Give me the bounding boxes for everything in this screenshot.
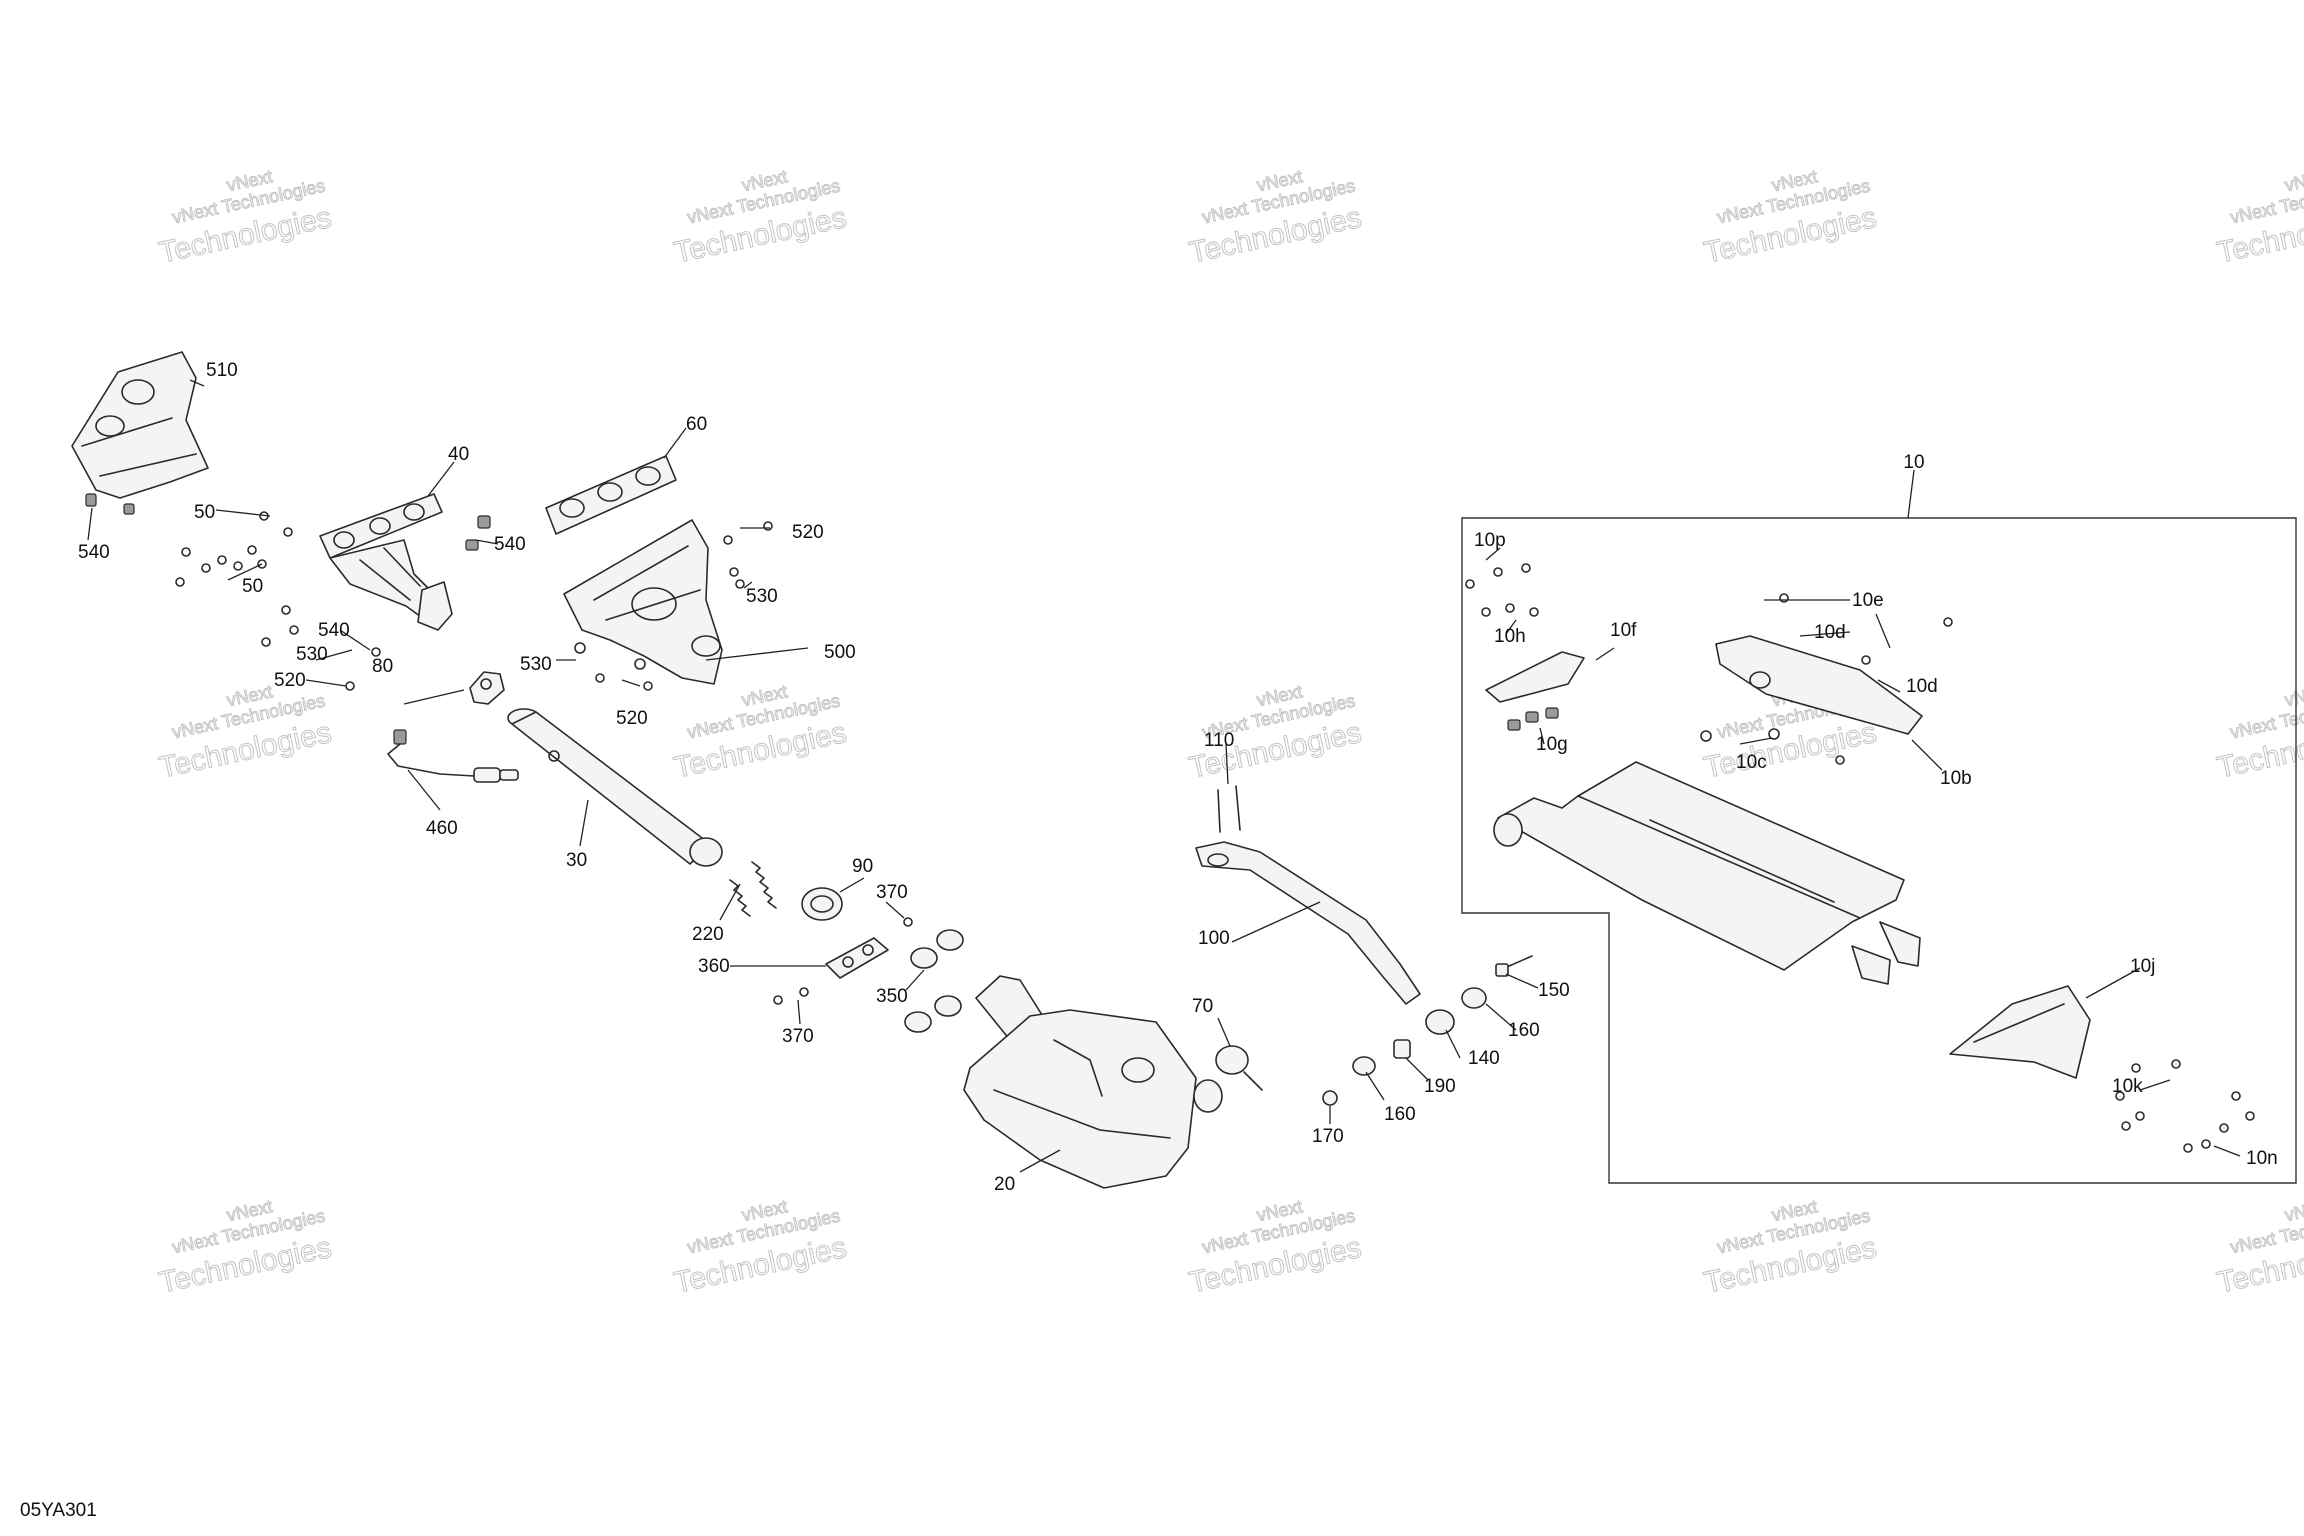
callout-350: 350 xyxy=(876,986,908,1007)
watermark: vNext Technologies vNext Technologies xyxy=(1186,166,1365,270)
part-500-heat-shield xyxy=(563,519,723,685)
callout-70: 70 xyxy=(1192,996,1213,1017)
leader-lines xyxy=(87,379,2241,1173)
part-50-bolts xyxy=(175,511,293,587)
part-190-spacer xyxy=(1393,1039,1411,1059)
callout-190: 190 xyxy=(1424,1076,1456,1097)
part-460-oxygen-sensor xyxy=(387,729,519,783)
callout-520: 520 xyxy=(274,670,306,691)
callout-460: 460 xyxy=(426,818,458,839)
callout-10h: 10h xyxy=(1494,626,1526,647)
watermark: vNext Technologies vNext Technologies xyxy=(2214,681,2304,785)
part-160-washers xyxy=(1352,987,1487,1076)
part-110-studs xyxy=(1217,785,1241,833)
callout-370: 370 xyxy=(876,882,908,903)
watermark: vNext Technologies vNext Technologies xyxy=(671,1196,850,1300)
svg-text:vNext: vNext xyxy=(2283,681,2304,710)
watermark: vNext Technologies vNext Technologies xyxy=(156,681,335,785)
callout-160: 160 xyxy=(1508,1020,1540,1041)
callout-220: 220 xyxy=(692,924,724,945)
callout-10b: 10b xyxy=(1940,768,1972,789)
watermark: vNext Technologies vNext Technologies xyxy=(1701,166,1880,270)
callout-10: 10 xyxy=(1903,452,1924,473)
watermark: vNext Technologies vNext Technologies xyxy=(156,1196,335,1300)
callout-10f: 10f xyxy=(1610,620,1637,641)
watermark: vNext Technologies vNext Technologies xyxy=(2214,166,2304,270)
watermark-grid: vNext Technologies vNext Technologies vN… xyxy=(156,166,2304,1300)
svg-text:vNext: vNext xyxy=(2283,1196,2304,1225)
callout-10d: 10d xyxy=(1814,622,1846,643)
callout-530: 530 xyxy=(296,644,328,665)
part-350-grommets xyxy=(904,929,964,1033)
assembly-10-frame xyxy=(1461,517,2297,1184)
callout-labels: 10 10p 10h 10f 10e 10d 10d 10c 10b 10g 1… xyxy=(78,360,2278,1195)
callout-60: 60 xyxy=(686,414,707,435)
part-170-nut xyxy=(1322,1090,1338,1106)
callout-540: 540 xyxy=(318,620,350,641)
callout-500: 500 xyxy=(824,642,856,663)
part-40-exhaust-manifold xyxy=(319,493,453,631)
callout-100: 100 xyxy=(1198,928,1230,949)
callout-80: 80 xyxy=(372,656,393,677)
part-370-fasteners xyxy=(773,917,913,1005)
part-90-ring-gasket xyxy=(801,887,843,921)
part-10b-cover xyxy=(1715,635,1923,735)
callout-540: 540 xyxy=(78,542,110,563)
part-10f-end-cap xyxy=(1485,651,1585,703)
callout-30: 30 xyxy=(566,850,587,871)
part-510-heat-shield xyxy=(71,351,209,515)
callout-10j: 10j xyxy=(2130,956,2155,977)
watermark: vNext Technologies vNext Technologies xyxy=(671,681,850,785)
callout-150: 150 xyxy=(1538,980,1570,1001)
part-220-springs xyxy=(729,861,777,917)
watermark: vNext Technologies vNext Technologies xyxy=(671,166,850,270)
callout-10e: 10e xyxy=(1852,590,1884,611)
part-140-bushing xyxy=(1425,1009,1455,1035)
callout-10n: 10n xyxy=(2246,1148,2278,1169)
callout-10d: 10d xyxy=(1906,676,1938,697)
callout-140: 140 xyxy=(1468,1048,1500,1069)
callout-110: 110 xyxy=(1204,730,1234,751)
callout-10g: 10g xyxy=(1536,734,1568,755)
callout-10k: 10k xyxy=(2112,1076,2143,1097)
callout-540: 540 xyxy=(494,534,526,555)
callout-170: 170 xyxy=(1312,1126,1344,1147)
part-10j-heat-shield xyxy=(1949,985,2091,1079)
callout-370: 370 xyxy=(782,1026,814,1047)
part-10-small-fasteners xyxy=(1465,563,2255,1153)
watermark: vNext Technologies vNext Technologies xyxy=(2214,1196,2304,1300)
part-10-silencer xyxy=(1493,761,1921,985)
callout-10p: 10p xyxy=(1474,530,1506,551)
callout-90: 90 xyxy=(852,856,873,877)
part-30-head-pipe xyxy=(507,708,723,867)
diagram-code: 05YA301 xyxy=(20,1500,97,1521)
part-100-mounting-bracket xyxy=(1195,841,1421,1005)
callout-530: 530 xyxy=(746,586,778,607)
callout-510: 510 xyxy=(206,360,238,381)
part-60-gasket xyxy=(545,455,677,535)
callout-520: 520 xyxy=(616,708,648,729)
part-70-clamp xyxy=(1215,1045,1263,1091)
part-80-bracket xyxy=(469,671,505,705)
part-20-muffler xyxy=(963,975,1223,1189)
watermark: vNext Technologies vNext Technologies xyxy=(1701,1196,1880,1300)
callout-160: 160 xyxy=(1384,1104,1416,1125)
watermark: vNext Technologies vNext Technologies xyxy=(1186,1196,1365,1300)
svg-text:vNext: vNext xyxy=(2283,166,2304,195)
callout-360: 360 xyxy=(698,956,730,977)
callout-50: 50 xyxy=(242,576,263,597)
watermark: vNext Technologies vNext Technologies xyxy=(156,166,335,270)
part-360-bracket xyxy=(825,937,889,979)
part-150-bolt xyxy=(1495,955,1533,977)
callout-40: 40 xyxy=(448,444,469,465)
callout-530: 530 xyxy=(520,654,552,675)
callout-520: 520 xyxy=(792,522,824,543)
callout-10c: 10c xyxy=(1736,752,1767,773)
callout-20: 20 xyxy=(994,1174,1015,1195)
callout-50: 50 xyxy=(194,502,215,523)
watermark: vNext Technologies vNext Technologies xyxy=(1186,681,1365,785)
